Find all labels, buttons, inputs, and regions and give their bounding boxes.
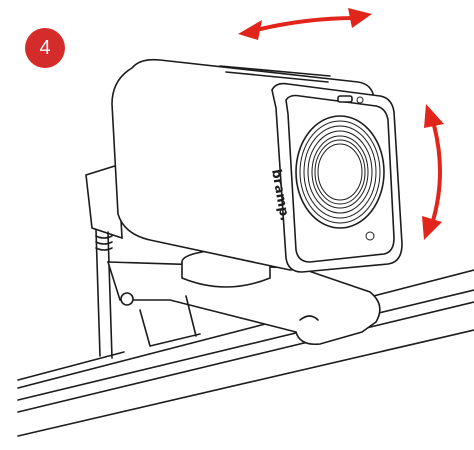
pan-arrow-icon: [238, 8, 372, 40]
step-number-badge: 4: [25, 28, 65, 68]
camera-body: bramp.: [111, 58, 403, 273]
step-number: 4: [39, 36, 51, 59]
monitor-rail: [17, 269, 474, 437]
tilt-arrow-icon: [422, 104, 444, 240]
mount-clip: [85, 163, 381, 359]
